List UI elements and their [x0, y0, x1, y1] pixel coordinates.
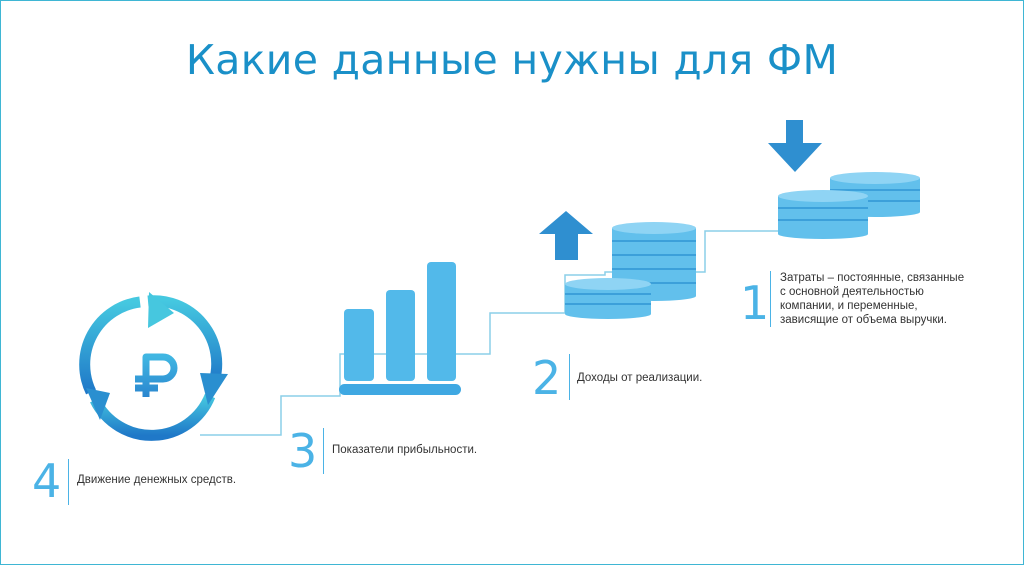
down-arrow-icon [768, 120, 822, 172]
description-line: Доходы от реализации. [577, 372, 703, 384]
coins-down-arrow-icon [768, 120, 920, 239]
slide-title: Какие данные нужны для ФМ [185, 36, 839, 84]
coin-stack-front [778, 190, 868, 239]
ruble-cycle-icon [79, 292, 228, 441]
step-divider-2 [569, 354, 570, 400]
step-description-1: Затраты – постоянные, связанные с основн… [780, 271, 1000, 327]
description-line: компании, и переменные, [780, 300, 918, 312]
description-line: Движение денежных средств. [77, 474, 237, 486]
bar-chart-icon [339, 262, 461, 395]
description-line: с основной деятельностью [780, 286, 924, 298]
coins-up-arrow-icon [539, 211, 696, 319]
step-number-3: 3 [288, 424, 318, 478]
step-description-2: Доходы от реализации. [577, 371, 777, 385]
step-divider-4 [68, 459, 69, 505]
step-description-3: Показатели прибыльности. [332, 443, 532, 457]
coin-stack-front [565, 278, 651, 319]
description-line: Затраты – постоянные, связанные [780, 272, 965, 284]
step-divider-1 [770, 271, 771, 327]
step-divider-3 [323, 428, 324, 474]
step-number-1: 1 [740, 276, 770, 330]
up-arrow-icon [539, 211, 593, 260]
step-number-4: 4 [32, 454, 62, 508]
description-line: зависящие от объема выручки. [780, 314, 947, 326]
description-line: Показатели прибыльности. [332, 444, 478, 456]
step-number-2: 2 [532, 351, 562, 405]
step-description-4: Движение денежных средств. [77, 473, 297, 487]
